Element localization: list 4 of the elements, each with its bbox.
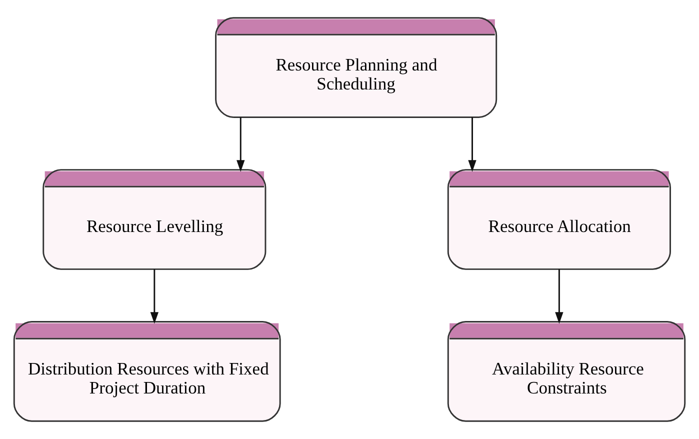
arrow — [236, 117, 245, 172]
arrow — [150, 269, 159, 324]
arrow — [468, 117, 476, 172]
arrow — [555, 269, 564, 324]
